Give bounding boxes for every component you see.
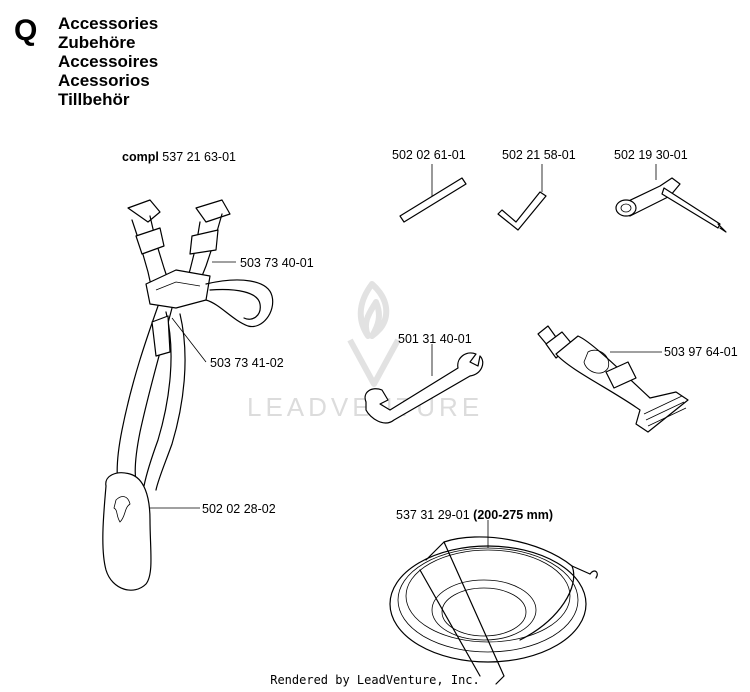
grease-tube-drawing — [537, 325, 689, 433]
harness-drawing — [102, 199, 274, 591]
trimmer-line-drawing — [389, 520, 598, 685]
rod-drawing — [399, 164, 467, 223]
buckle-upper-label: 503 73 40-01 — [240, 256, 314, 270]
watermark-text: LEADVENTURE — [247, 392, 484, 422]
section-titles: Accessories Zubehöre Accessoires Acessor… — [58, 14, 158, 109]
trimmer-line-size: (200-275 mm) — [473, 508, 554, 522]
trimmer-line-label: 537 31 29-01 (200-275 mm) — [396, 508, 553, 522]
combination-spanner-drawing — [615, 164, 727, 233]
harness-compl-label: compl 537 21 63-01 — [122, 150, 236, 164]
grease-tube-label: 503 97 64-01 — [664, 345, 738, 359]
hex-key-label: 502 21 58-01 — [502, 148, 576, 162]
title-sv: Tillbehör — [58, 90, 130, 109]
footer-credit: Rendered by LeadVenture, Inc. — [270, 673, 480, 687]
section-letter: Q — [14, 14, 38, 47]
hip-pad-label: 502 02 28-02 — [202, 502, 276, 516]
title-fr: Accessoires — [58, 52, 159, 71]
rod-label: 502 02 61-01 — [392, 148, 466, 162]
title-de: Zubehöre — [58, 33, 136, 52]
harness-compl-number: 537 21 63-01 — [162, 150, 236, 164]
harness-compl-prefix: compl — [122, 150, 159, 164]
buckle-lower-label: 503 73 41-02 — [210, 356, 284, 370]
open-wrench-drawing — [364, 344, 484, 424]
hex-key-drawing — [497, 164, 547, 231]
title-pt: Acessorios — [58, 71, 150, 90]
trimmer-line-number: 537 31 29-01 — [396, 508, 470, 522]
open-wrench-label: 501 31 40-01 — [398, 332, 472, 346]
title-en: Accessories — [58, 14, 159, 33]
combination-spanner-label: 502 19 30-01 — [614, 148, 688, 162]
